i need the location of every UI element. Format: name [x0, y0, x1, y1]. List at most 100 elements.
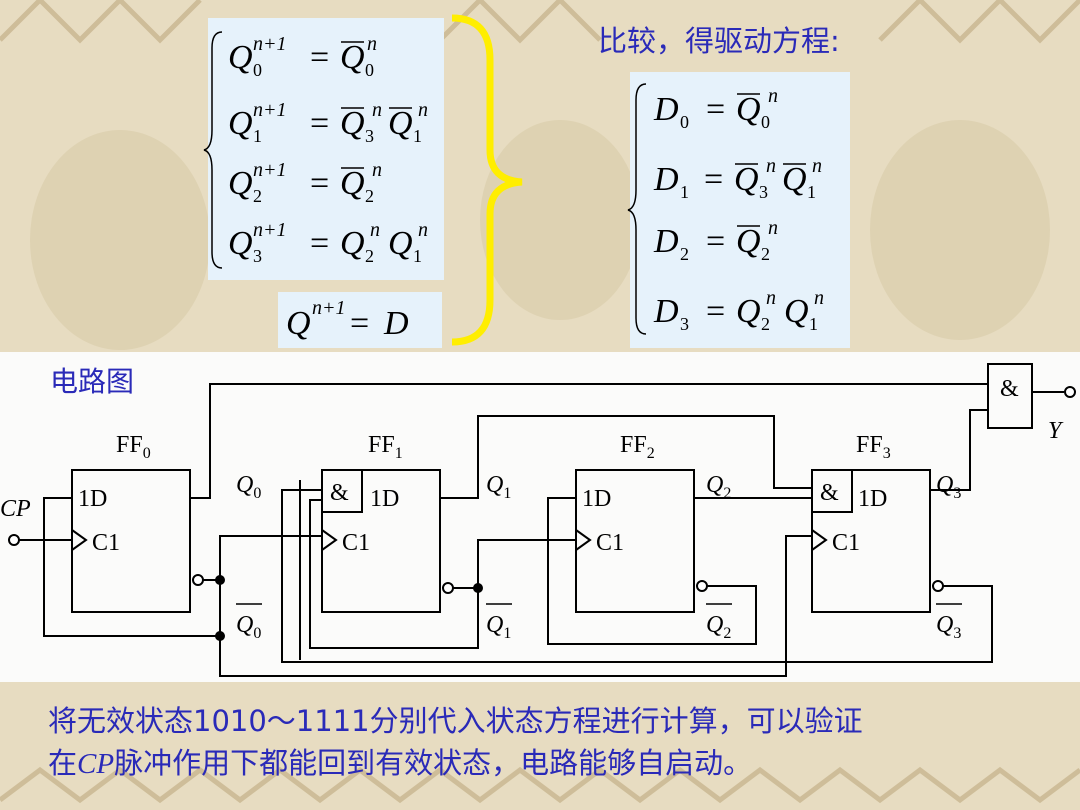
- svg-text:=: =: [706, 293, 725, 330]
- svg-text:D: D: [383, 305, 409, 342]
- q1-label: Q1: [486, 472, 511, 502]
- svg-text:Q: Q: [388, 105, 413, 142]
- svg-text:n: n: [768, 217, 778, 239]
- ff1-name: FF1: [368, 432, 403, 462]
- footer-cp: CP: [77, 748, 115, 780]
- svg-text:Q: Q: [734, 161, 759, 198]
- svg-text:=: =: [310, 165, 329, 202]
- y-label: Y: [1048, 418, 1064, 444]
- ff1-box: [321, 469, 441, 613]
- svg-text:0: 0: [680, 112, 689, 132]
- svg-text:=: =: [350, 305, 369, 342]
- state-brace: [203, 31, 223, 269]
- ff3-box: [811, 469, 931, 613]
- ff1-and-symbol: &: [330, 480, 349, 506]
- circuit-panel: [0, 352, 1080, 682]
- svg-text:Q: Q: [736, 223, 761, 260]
- svg-text:3: 3: [365, 126, 374, 146]
- svg-text:3: 3: [759, 182, 768, 202]
- svg-text:D: D: [653, 293, 679, 330]
- svg-text:n+1: n+1: [312, 297, 346, 319]
- svg-text:n+1: n+1: [253, 33, 287, 55]
- svg-text:n: n: [768, 85, 778, 107]
- svg-text:n: n: [766, 287, 776, 309]
- svg-text:2: 2: [253, 186, 262, 206]
- ff2-1d: 1D: [582, 486, 611, 512]
- svg-text:Q: Q: [228, 39, 253, 76]
- svg-text:Q: Q: [340, 105, 365, 142]
- svg-text:2: 2: [761, 314, 770, 334]
- footer-line2: 在CP脉冲作用下都能回到有效状态，电路能够自启动。: [48, 746, 753, 780]
- svg-text:n: n: [418, 219, 428, 241]
- circuit-label: 电路图: [50, 365, 135, 398]
- svg-text:1: 1: [680, 182, 689, 202]
- q2bar-label: Q2: [706, 612, 731, 642]
- svg-text:n: n: [370, 219, 380, 241]
- circuit-diagram: FF0 FF1 FF2 FF3 1D C1 1D C1 1D C1 1D C1 …: [0, 363, 1076, 677]
- svg-text:=: =: [706, 223, 725, 260]
- characteristic-equation-box: [278, 292, 442, 348]
- svg-text:2: 2: [365, 186, 374, 206]
- svg-text:Q: Q: [736, 293, 761, 330]
- ff1-c1: C1: [342, 530, 370, 556]
- footer-text: 将无效状态1010～1111分别代入状态方程进行计算，可以验证 在CP脉冲作用下…: [48, 700, 1048, 785]
- ff3-1d: 1D: [858, 486, 887, 512]
- drive-equation-title: 比较，得驱动方程:: [598, 24, 840, 58]
- svg-text:0: 0: [365, 60, 374, 80]
- cp-label: CP: [0, 496, 31, 522]
- svg-text:1: 1: [807, 182, 816, 202]
- svg-text:Q: Q: [340, 225, 365, 262]
- svg-text:3: 3: [253, 246, 262, 266]
- svg-text:Q: Q: [736, 91, 761, 128]
- q0bar-label: Q0: [236, 612, 261, 642]
- svg-text:1: 1: [809, 314, 818, 334]
- output-and-gate: [987, 363, 1033, 429]
- ff3-and-symbol: &: [820, 480, 839, 506]
- svg-text:0: 0: [253, 60, 262, 80]
- svg-text:n: n: [766, 155, 776, 177]
- svg-text:Q: Q: [388, 225, 413, 262]
- ff1-1d: 1D: [370, 486, 399, 512]
- svg-text:1: 1: [413, 246, 422, 266]
- svg-text:D: D: [653, 223, 679, 260]
- q1bar-label: Q1: [486, 612, 511, 642]
- svg-text:n+1: n+1: [253, 99, 287, 121]
- svg-text:1: 1: [253, 126, 262, 146]
- ff2-c1: C1: [596, 530, 624, 556]
- q3-label: Q3: [936, 472, 961, 502]
- svg-text:n: n: [812, 155, 822, 177]
- svg-text:n: n: [372, 99, 382, 121]
- state-equations-box: [208, 18, 444, 280]
- svg-text:Q: Q: [340, 39, 365, 76]
- yellow-brace: [451, 14, 523, 346]
- svg-text:Q: Q: [340, 165, 365, 202]
- svg-text:Q: Q: [228, 225, 253, 262]
- svg-text:n: n: [814, 287, 824, 309]
- svg-text:Q: Q: [228, 105, 253, 142]
- ff0-c1: C1: [92, 530, 120, 556]
- svg-text:=: =: [310, 39, 329, 76]
- svg-text:Q: Q: [784, 293, 809, 330]
- drive-equations-box: [630, 72, 850, 348]
- svg-text:Q: Q: [228, 165, 253, 202]
- svg-text:D: D: [653, 161, 679, 198]
- svg-text:=: =: [704, 161, 723, 198]
- svg-text:n: n: [418, 99, 428, 121]
- svg-text:n+1: n+1: [253, 159, 287, 181]
- svg-text:n: n: [367, 33, 377, 55]
- ff2-name: FF2: [620, 432, 655, 462]
- svg-text:2: 2: [761, 244, 770, 264]
- svg-text:Q: Q: [286, 305, 311, 342]
- characteristic-eq: Q n+1 = D: [286, 297, 409, 342]
- ff3-and-box: [811, 469, 853, 513]
- svg-text:n: n: [372, 159, 382, 181]
- svg-text:D: D: [653, 91, 679, 128]
- svg-text:1: 1: [413, 126, 422, 146]
